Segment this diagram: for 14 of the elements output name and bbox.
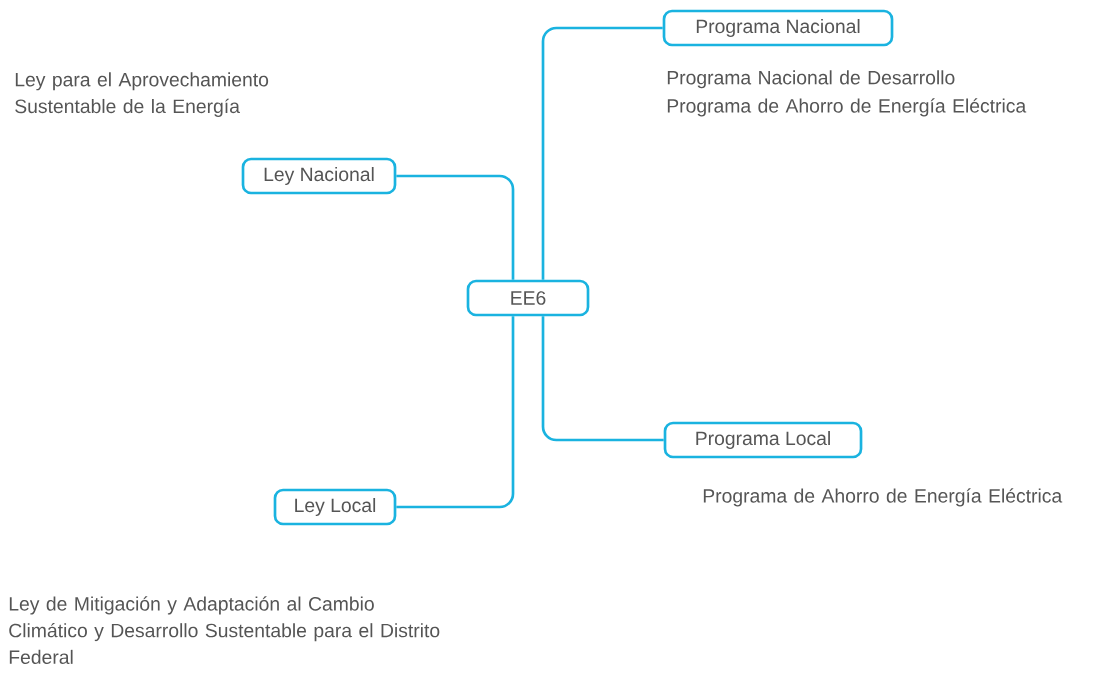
topic-box: Ley Local [273,488,397,526]
connector [396,316,515,509]
topic-box: Programa Nacional [662,9,894,47]
topic-box: Programa Local [663,421,863,459]
connector [541,26,663,280]
connector [541,316,664,442]
annotation-text: Programa de Ahorro de Energía Eléctrica [703,488,1063,507]
annotation-text: Programa de Ahorro de Energía Eléctrica [667,98,1027,117]
annotation-text: Programa Nacional de Desarrollo [667,70,955,89]
annotation-text: Ley de Mitigación y Adaptación al Cambio Climático y Desarrollo Sustentable para el Distrito Federal [9,596,440,665]
topic-box: EE6 [466,279,590,317]
connector [396,174,515,280]
topic-box: Ley Nacional [241,157,397,195]
annotation-text: Ley para el Aprovechamiento Sustentable de la Energía [15,72,269,117]
